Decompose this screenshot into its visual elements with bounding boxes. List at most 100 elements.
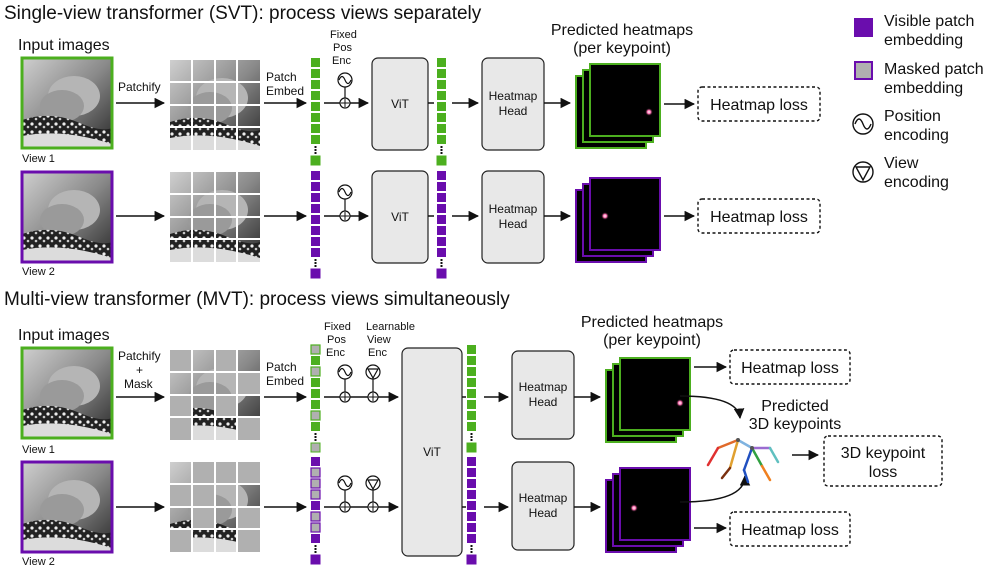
svt-pos-enc-label-1: Fixed	[330, 29, 357, 41]
visible-patch-token	[467, 468, 476, 477]
svt-heatmap-loss-label-1: Heatmap loss	[710, 97, 808, 114]
mvt-pos-enc-label-2: Pos	[327, 334, 346, 346]
masked-patch	[215, 395, 238, 418]
mvt-3d-keypoint-loss	[823, 435, 943, 487]
visible-patch-token	[311, 171, 320, 180]
legend-position-label-1: Position	[884, 108, 941, 125]
visible-patch-token	[311, 400, 320, 409]
svt-view2-tokens	[310, 171, 321, 279]
mvt-patch-embed-label-2: Embed	[266, 374, 304, 388]
masked-patch	[170, 395, 193, 418]
visible-patch-token	[311, 457, 320, 466]
visible-patch-token	[311, 193, 320, 202]
mvt-view2-patches	[170, 462, 260, 552]
visible-patch-token	[467, 345, 476, 354]
masked-patch	[237, 417, 260, 440]
mvt-3d-keypoints-title-2: 3D keypoints	[749, 416, 842, 433]
ellipsis-dot	[440, 152, 443, 154]
ellipsis-dot	[314, 433, 317, 435]
ellipsis-dot	[314, 551, 317, 553]
visible-patch-token	[437, 135, 446, 144]
visible-patch-token	[311, 80, 320, 89]
mvt-heatmap-loss-2	[729, 511, 851, 547]
visible-patch-token	[467, 422, 476, 431]
masked-patch	[170, 529, 193, 552]
patch-token	[310, 268, 321, 279]
ellipsis-dot	[314, 149, 317, 151]
visible-patch-token	[311, 389, 320, 398]
visible-patch-token	[437, 58, 446, 67]
visible-patch-token	[467, 378, 476, 387]
masked-patch	[170, 417, 193, 440]
svt-pos-enc-label-2: Pos	[333, 42, 352, 54]
visible-patch-token	[311, 102, 320, 111]
visible-patch-token	[311, 204, 320, 213]
ellipsis-dot	[440, 146, 443, 148]
svt-vit-box-2	[371, 170, 429, 264]
visible-patch-token	[311, 501, 320, 510]
svt-heatmap-stack-1	[575, 63, 661, 149]
svt-heatmap-loss-label-2: Heatmap loss	[710, 209, 808, 226]
masked-patch	[215, 462, 238, 485]
visible-patch-token	[311, 248, 320, 257]
visible-patch-token	[311, 215, 320, 224]
svt-pos-enc-label-3: Enc	[332, 55, 351, 67]
svt-heatmap-head-1	[481, 57, 545, 151]
ellipsis-dot	[314, 146, 317, 148]
legend: Visible patch embedding Masked patch emb…	[852, 13, 984, 191]
svt-view1-tokens	[310, 58, 321, 166]
ellipsis-dot	[470, 433, 473, 435]
svt-heatmap-loss-1	[697, 86, 821, 122]
mvt-patchify-label-3: Mask	[124, 377, 154, 391]
svt-heatmap-head-2	[481, 170, 545, 264]
mvt-pos-enc-label-1: Fixed	[324, 321, 351, 333]
masked-patch	[237, 462, 260, 485]
mvt-heatmap-head-label-2a: Heatmap	[519, 491, 568, 505]
svt-input-images-label: Input images	[18, 37, 110, 54]
visible-patch-token	[437, 171, 446, 180]
masked-patch-token	[310, 467, 321, 478]
mvt-view1-label: View 1	[22, 444, 55, 456]
visible-patch-token	[467, 400, 476, 409]
mvt-view1-tokens	[310, 344, 321, 453]
patch-token	[310, 155, 321, 166]
mvt-encoders-view1	[337, 364, 381, 403]
mvt-view1-output-tokens	[466, 345, 477, 453]
patch-token	[466, 442, 477, 453]
mvt-heatmaps-title-2: (per keypoint)	[603, 332, 701, 349]
ellipsis-dot	[440, 149, 443, 151]
visible-patch-token	[467, 389, 476, 398]
svt-title: Single-view transformer (SVT): process v…	[4, 3, 482, 24]
svt-vit-box-1	[371, 57, 429, 151]
ellipsis-dot	[440, 262, 443, 264]
masked-patch-token	[310, 366, 321, 377]
svt-patch-embed-label-1: Patch	[266, 70, 297, 84]
patch-token	[466, 554, 477, 565]
svt-view1-image	[20, 56, 114, 150]
masked-patch	[215, 350, 238, 373]
visible-patch-token	[437, 69, 446, 78]
legend-visible-label-1: Visible patch	[884, 13, 974, 30]
masked-patch-token	[310, 344, 321, 355]
mvt-heatmap-head-label-1b: Head	[529, 395, 558, 409]
ellipsis-dot	[470, 439, 473, 441]
masked-patch	[170, 350, 193, 373]
mvt-patch-embed-label-1: Patch	[266, 360, 297, 374]
ellipsis-dot	[470, 545, 473, 547]
ellipsis-dot	[314, 262, 317, 264]
masked-patch	[192, 462, 215, 485]
masked-patch-token	[310, 410, 321, 421]
ellipsis-dot	[440, 259, 443, 261]
visible-patch-token	[467, 411, 476, 420]
svt-view1-patches	[170, 60, 260, 150]
ellipsis-dot	[314, 548, 317, 550]
visible-patch-token	[467, 457, 476, 466]
visible-patch-token	[311, 135, 320, 144]
masked-patch	[192, 507, 215, 530]
mvt-heatmap-loss-label-1: Heatmap loss	[741, 360, 839, 377]
mvt-view2-output-tokens	[466, 457, 477, 565]
masked-patch-token	[310, 511, 321, 522]
masked-patch-token	[310, 478, 321, 489]
ellipsis-dot	[470, 548, 473, 550]
